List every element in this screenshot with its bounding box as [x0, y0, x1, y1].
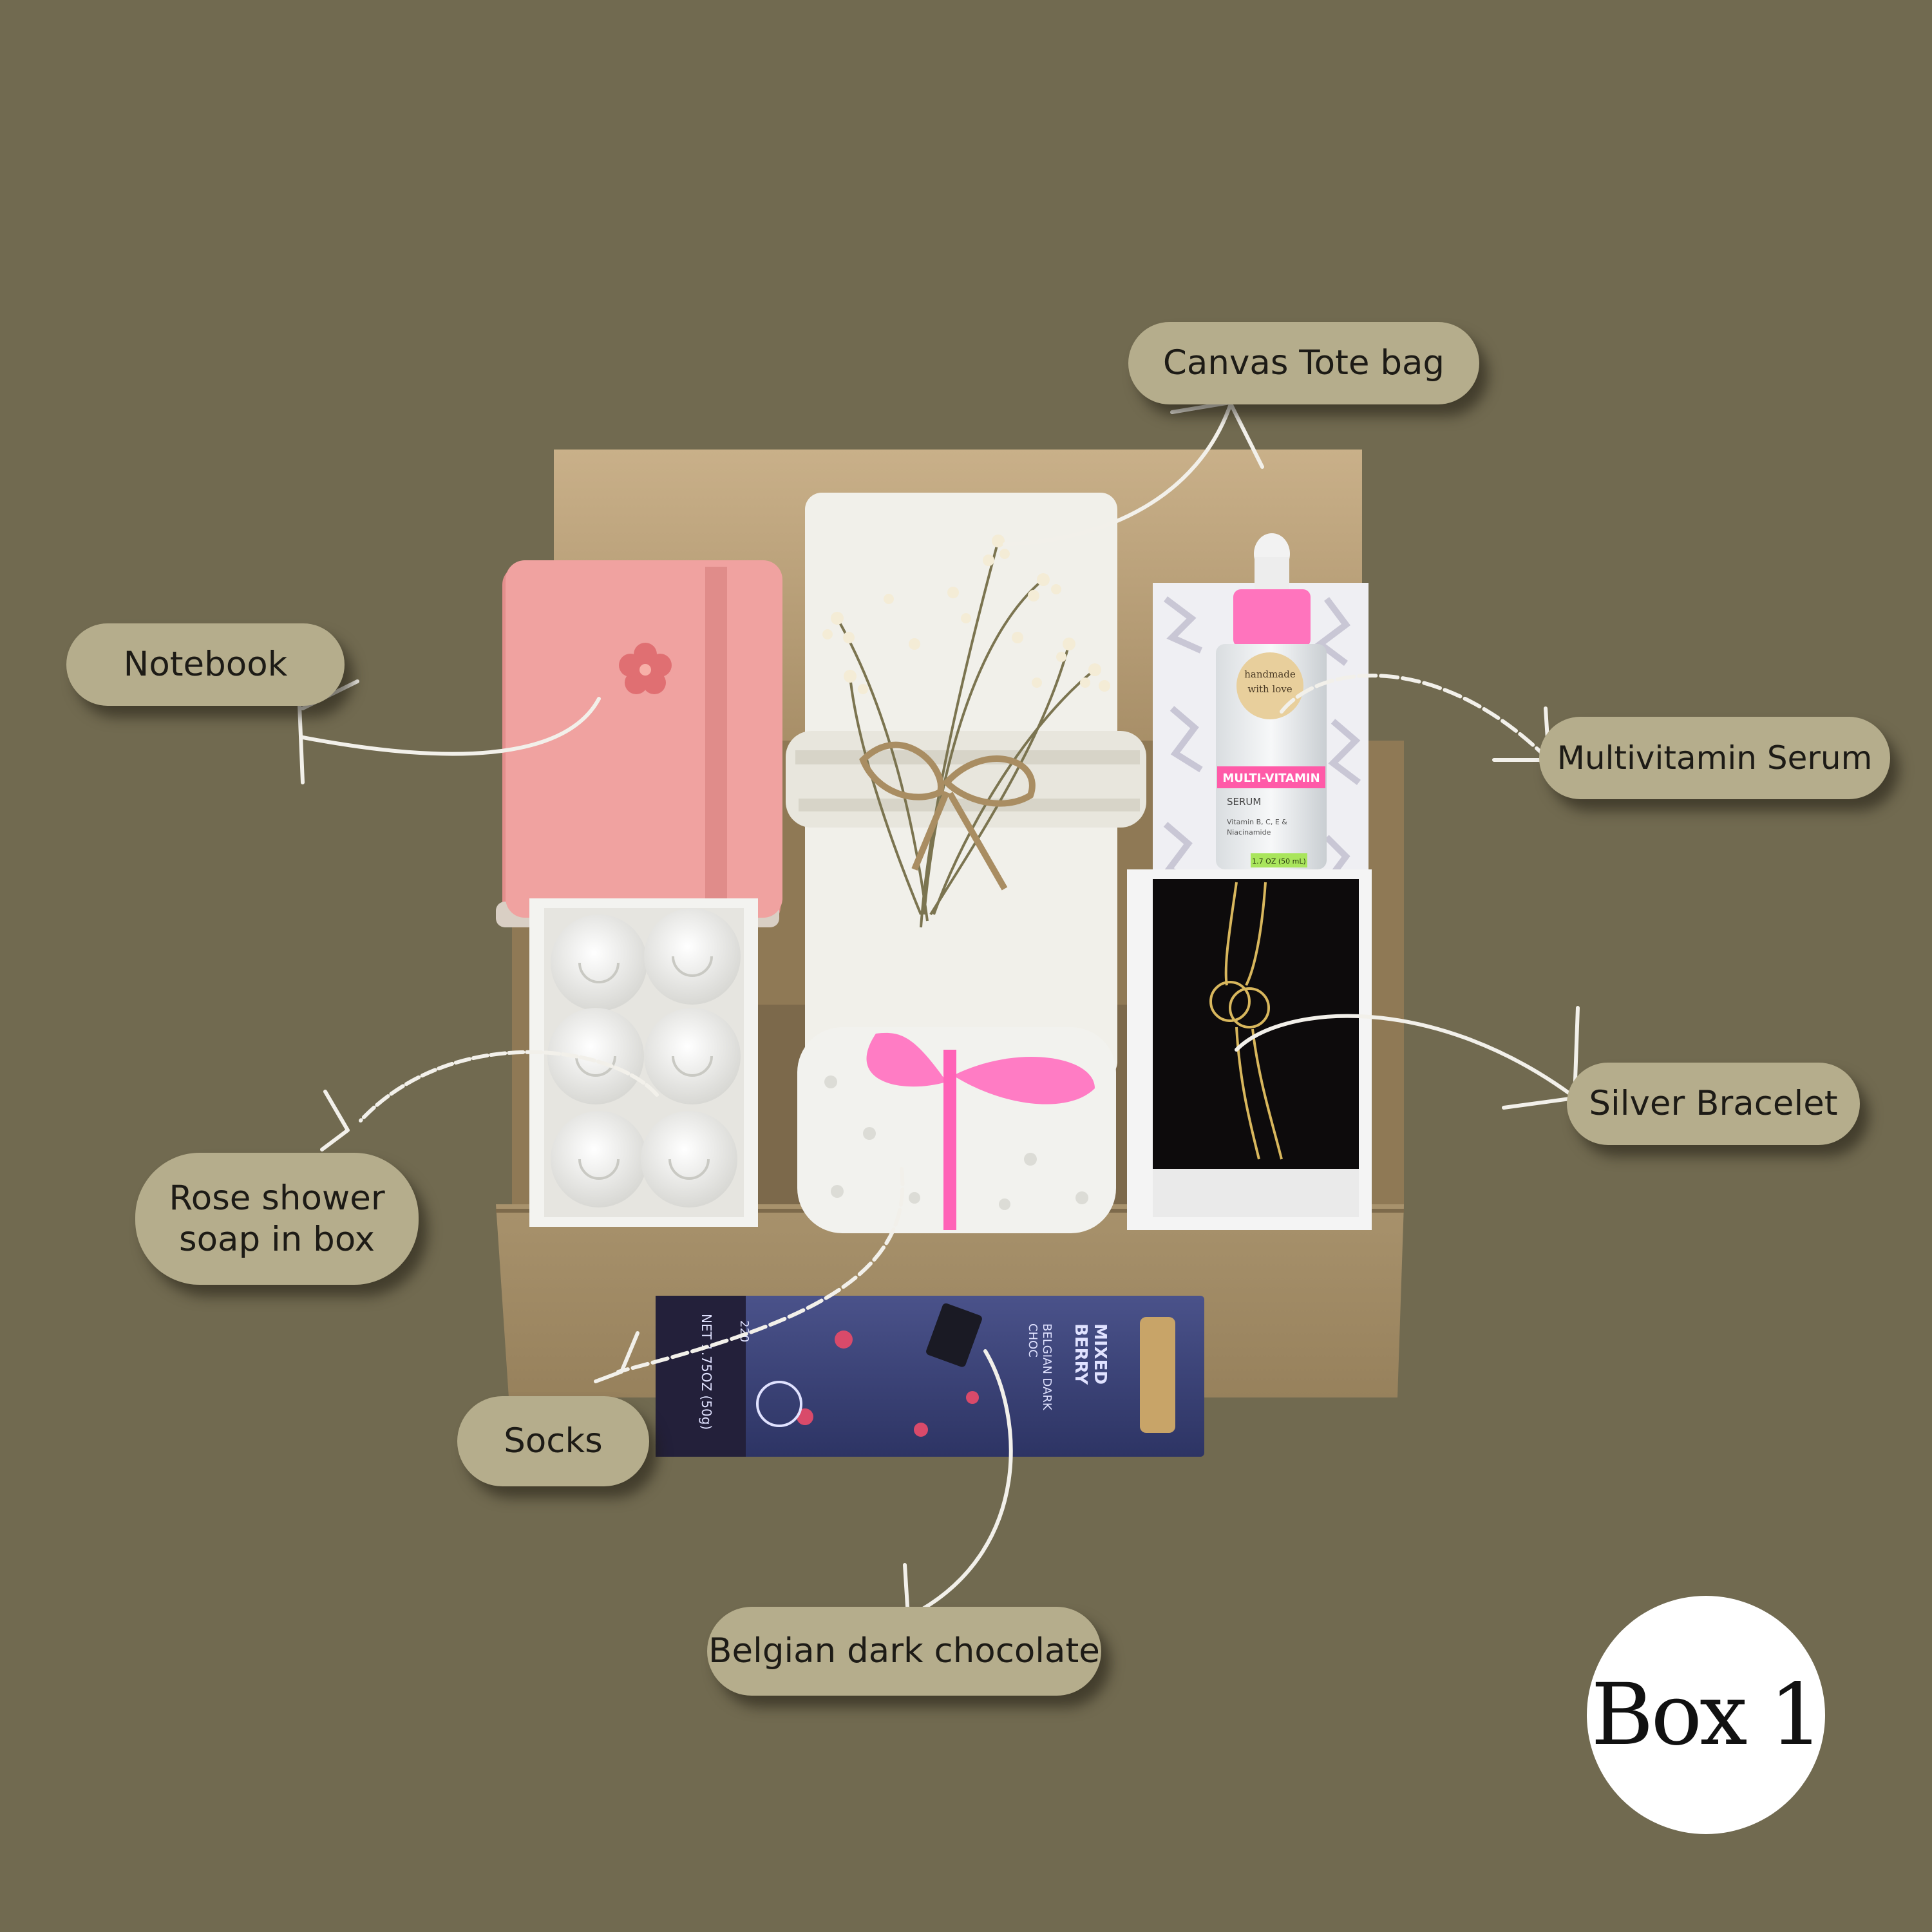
label-belgian-dark-chocolate-text: Belgian dark chocolate	[708, 1631, 1100, 1671]
arrow-chocolate	[919, 1349, 1013, 1612]
label-silver-bracelet-text: Silver Bracelet	[1589, 1084, 1838, 1124]
arrow-serum	[1280, 674, 1548, 759]
svg-text:MULTI-VITAMIN: MULTI-VITAMIN	[1222, 772, 1320, 785]
silver-bracelet-box	[1127, 869, 1372, 1230]
label-silver-bracelet: Silver Bracelet	[1567, 1063, 1860, 1145]
belgian-dark-chocolate-bar: MIXED BERRY BELGIAN DARK CHOC NET 1.75OZ…	[656, 1296, 1204, 1457]
label-canvas-tote-bag-text: Canvas Tote bag	[1162, 343, 1445, 383]
arrow-socks	[616, 1167, 905, 1374]
label-rose-shower-soap: Rose shower soap in box	[135, 1153, 419, 1285]
svg-text:MIXED: MIXED	[1090, 1323, 1110, 1385]
svg-text:handmade: handmade	[1244, 668, 1296, 680]
bracelet-chain	[1209, 882, 1283, 1160]
cherry-blossom-icon	[619, 643, 672, 694]
arrow-soap	[359, 1050, 659, 1122]
svg-text:Vitamin B, C, E &: Vitamin B, C, E &	[1227, 818, 1287, 826]
svg-text:BERRY: BERRY	[1071, 1323, 1090, 1385]
svg-text:NET 1.75OZ (50g): NET 1.75OZ (50g)	[699, 1314, 714, 1430]
arrow-tote	[1003, 404, 1232, 546]
label-socks-text: Socks	[504, 1421, 603, 1461]
arrowhead-socks	[594, 1331, 639, 1383]
label-canvas-tote-bag: Canvas Tote bag	[1128, 322, 1479, 404]
label-rose-shower-soap-line1: Rose shower	[169, 1178, 385, 1218]
svg-text:CHOC: CHOC	[1026, 1323, 1039, 1358]
label-multivitamin-serum: Multivitamin Serum	[1539, 717, 1890, 799]
fuzzy-socks	[797, 1027, 1116, 1233]
svg-text:220: 220	[737, 1320, 751, 1342]
handmade-sticker	[1236, 652, 1303, 719]
svg-text:1.7 OZ (50 mL): 1.7 OZ (50 mL)	[1252, 857, 1306, 866]
box-number-badge: Box 1	[1587, 1596, 1825, 1834]
certification-seal-icon	[756, 1381, 802, 1427]
box-number-text: Box 1	[1591, 1665, 1824, 1765]
label-notebook-text: Notebook	[123, 645, 288, 685]
label-notebook: Notebook	[66, 623, 345, 706]
svg-text:with love: with love	[1247, 683, 1292, 695]
arrowhead-soap	[320, 1090, 350, 1151]
rose-soap	[547, 908, 741, 1208]
label-multivitamin-serum-text: Multivitamin Serum	[1557, 739, 1873, 777]
svg-text:SERUM: SERUM	[1227, 796, 1261, 808]
canvas-tote-bag	[786, 493, 1146, 1079]
dried-flower-bouquet	[822, 535, 1110, 928]
label-belgian-dark-chocolate: Belgian dark chocolate	[707, 1607, 1101, 1696]
label-socks: Socks	[457, 1396, 649, 1486]
svg-text:Niacinamide: Niacinamide	[1227, 828, 1271, 837]
label-rose-shower-soap-line2: soap in box	[179, 1219, 375, 1259]
arrow-bracelet	[1235, 1014, 1573, 1097]
rose-soap-box	[529, 898, 758, 1227]
serum-band	[1217, 766, 1325, 788]
multivitamin-serum-bottle: handmade with love MULTI-VITAMIN SERUM V…	[1216, 533, 1327, 869]
svg-text:BELGIAN DARK: BELGIAN DARK	[1040, 1323, 1054, 1411]
arrow-notebook	[301, 697, 601, 756]
